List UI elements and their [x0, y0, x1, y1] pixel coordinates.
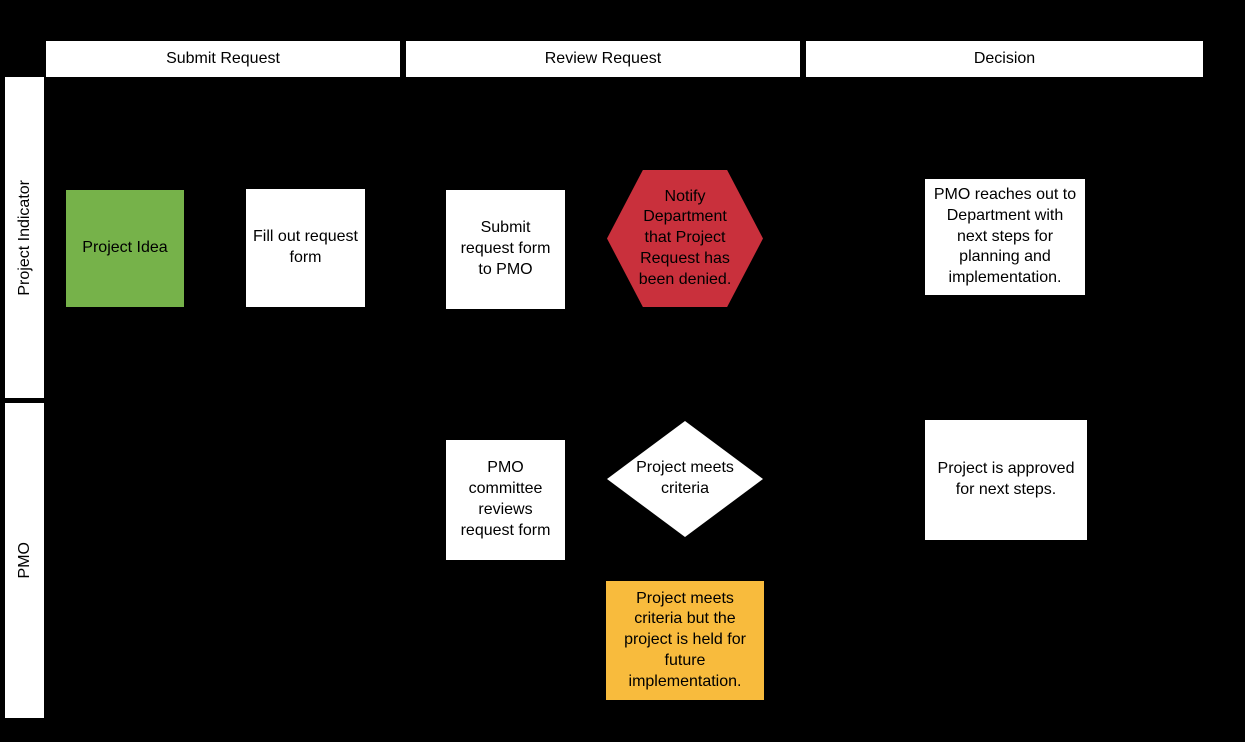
- node-fill-out-request-form[interactable]: Fill out request form: [246, 189, 365, 307]
- node-project-approved-next-steps[interactable]: Project is approved for next steps.: [925, 420, 1087, 540]
- node-project-held-future-implementation[interactable]: Project meets criteria but the project i…: [606, 581, 764, 700]
- node-label: Submit request form to PMO: [460, 219, 551, 278]
- node-label: Fill out request form: [253, 228, 358, 266]
- phase-header-label: Review Request: [544, 50, 662, 67]
- node-submit-request-form-to-pmo[interactable]: Submit request form to PMO: [446, 190, 565, 309]
- phase-header-submit-request: Submit Request: [46, 41, 400, 77]
- node-label: Project Idea: [82, 239, 168, 257]
- node-project-idea[interactable]: Project Idea: [66, 190, 184, 307]
- node-label: Project meets criteria: [636, 459, 734, 497]
- node-label: Project meets criteria but the project i…: [624, 589, 746, 690]
- lane-label-pmo: PMO: [5, 403, 44, 718]
- node-pmo-committee-reviews-form[interactable]: PMO committee reviews request form: [446, 440, 565, 560]
- node-label: Notify Department that Project Request h…: [638, 187, 732, 288]
- node-label: PMO committee reviews request form: [460, 459, 551, 539]
- lane-label-project-indicator: Project Indicator: [5, 77, 44, 398]
- phase-header-label: Submit Request: [166, 50, 280, 67]
- lane-label-text: PMO: [15, 542, 33, 579]
- node-pmo-reaches-out-next-steps[interactable]: PMO reaches out to Department with next …: [925, 179, 1085, 295]
- node-project-meets-criteria-diamond[interactable]: Project meets criteria: [607, 421, 763, 537]
- phase-header-decision: Decision: [806, 41, 1203, 77]
- phase-header-review-request: Review Request: [406, 41, 800, 77]
- lane-label-text: Project Indicator: [15, 179, 33, 296]
- phase-header-label: Decision: [973, 50, 1036, 67]
- node-notify-department-denied-hexagon[interactable]: Notify Department that Project Request h…: [607, 170, 763, 307]
- node-label: Project is approved for next steps.: [937, 460, 1075, 498]
- node-label: PMO reaches out to Department with next …: [933, 186, 1077, 287]
